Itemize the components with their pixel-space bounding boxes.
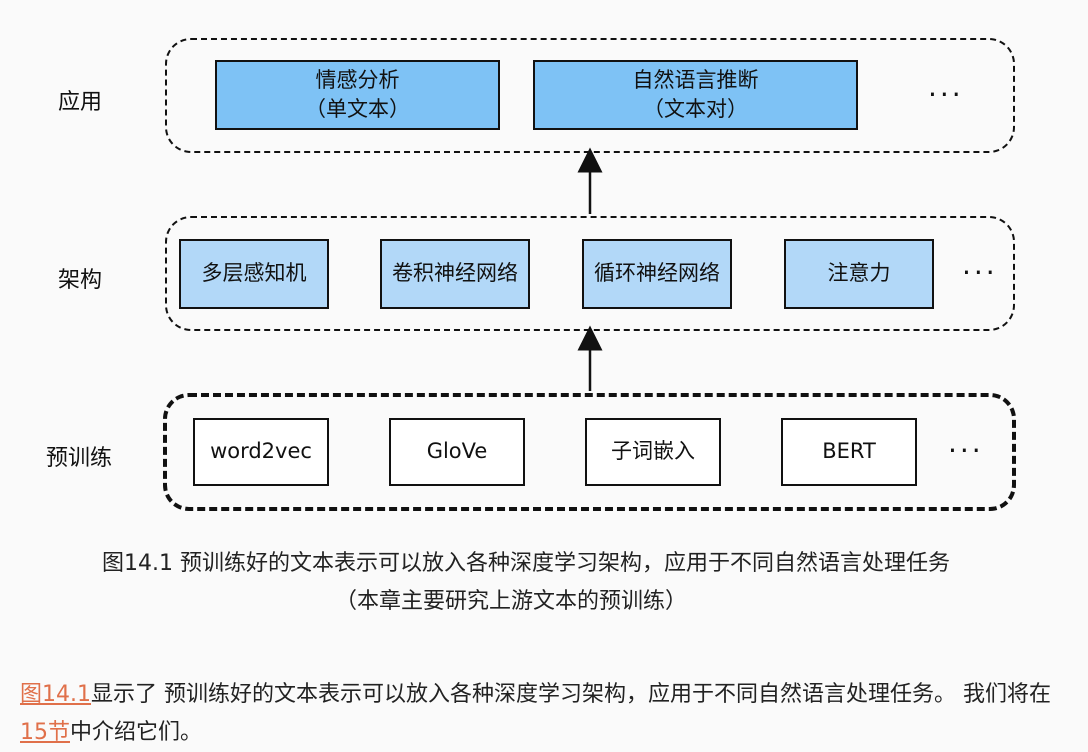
architecture-box-mlp: 多层感知机 <box>179 239 329 309</box>
application-box-nli: 自然语言推断 （文本对） <box>533 60 858 130</box>
pretraining-ellipsis: ··· <box>948 434 984 467</box>
row-label-pretraining: 预训练 <box>46 446 113 471</box>
application-ellipsis: ··· <box>928 78 964 111</box>
pretraining-box-word2vec: word2vec <box>193 418 329 486</box>
row-label-application: 应用 <box>58 90 103 115</box>
pretraining-group <box>163 393 1016 511</box>
pretraining-box-bert: BERT <box>781 418 917 486</box>
row-label-architecture: 架构 <box>58 268 103 293</box>
body-paragraph: 图14.1显示了 预训练好的文本表示可以放入各种深度学习架构，应用于不同自然语言… <box>20 676 1060 752</box>
figure-link[interactable]: 图14.1 <box>20 682 91 707</box>
architecture-box-cnn: 卷积神经网络 <box>380 239 530 309</box>
box-line: （单文本） <box>305 97 410 121</box>
paragraph-text-end: 中介绍它们。 <box>70 720 203 745</box>
figure-caption-line2: （本章主要研究上游文本的预训练） <box>334 589 687 614</box>
paragraph-text: 显示了 预训练好的文本表示可以放入各种深度学习架构，应用于不同自然语言处理任务。… <box>91 682 1051 707</box>
architecture-box-rnn: 循环神经网络 <box>582 239 732 309</box>
pretraining-box-subword: 子词嵌入 <box>585 418 721 486</box>
architecture-ellipsis: ··· <box>962 256 998 289</box>
box-line: （文本对） <box>643 97 748 121</box>
architecture-box-attention: 注意力 <box>784 239 934 309</box>
section-link[interactable]: 15节 <box>20 720 70 745</box>
pretraining-box-glove: GloVe <box>389 418 525 486</box>
box-line: 情感分析 <box>315 67 400 92</box>
box-line: 自然语言推断 <box>632 67 759 92</box>
application-box-sentiment: 情感分析 （单文本） <box>215 60 500 130</box>
figure-caption-line1: 图14.1 预训练好的文本表示可以放入各种深度学习架构，应用于不同自然语言处理任… <box>102 551 950 576</box>
